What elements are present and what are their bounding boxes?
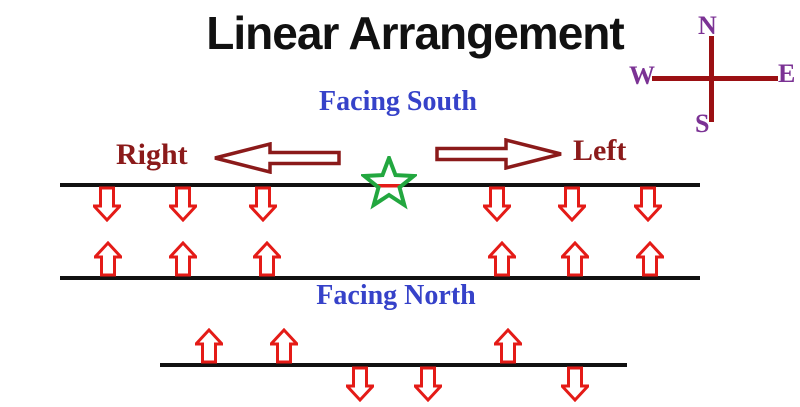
facing-north-row-line [60, 276, 700, 280]
compass-east-label: E [778, 59, 796, 88]
left-label: Left [573, 134, 627, 167]
mixed-facing-row-person-arrow-up [491, 327, 525, 364]
compass-vertical-line [709, 36, 714, 122]
compass-west-label: W [629, 61, 655, 90]
star-marker [358, 152, 420, 212]
facing-north-label: Facing North [316, 280, 476, 311]
facing-north-row-person-arrow-up [250, 240, 284, 277]
facing-south-label: Facing South [319, 86, 477, 117]
mixed-facing-row-person-arrow-down [411, 366, 445, 403]
facing-north-row-person-arrow-up [633, 240, 667, 277]
mixed-facing-row-person-arrow-up [267, 327, 301, 364]
mixed-facing-row-person-arrow-down [558, 366, 592, 403]
facing-south-row-person-arrow-down [246, 186, 280, 223]
facing-south-row-person-arrow-down [555, 186, 589, 223]
facing-north-row-person-arrow-up [91, 240, 125, 277]
facing-north-row-person-arrow-up [558, 240, 592, 277]
compass-north-label: N [698, 11, 717, 40]
facing-south-row-person-arrow-down [90, 186, 124, 223]
compass-horizontal-line [652, 76, 778, 81]
left-direction-arrow [434, 137, 564, 171]
page-title: Linear Arrangement [206, 7, 624, 59]
facing-south-row-person-arrow-down [480, 186, 514, 223]
right-label: Right [116, 138, 188, 171]
facing-south-row-person-arrow-down [631, 186, 665, 223]
compass-south-label: S [695, 109, 710, 138]
mixed-facing-row-person-arrow-down [343, 366, 377, 403]
facing-south-row-person-arrow-down [166, 186, 200, 223]
facing-north-row-person-arrow-up [485, 240, 519, 277]
facing-north-row-person-arrow-up [166, 240, 200, 277]
mixed-facing-row-person-arrow-up [192, 327, 226, 364]
right-direction-arrow [212, 141, 342, 175]
mixed-facing-row-line [160, 363, 627, 367]
